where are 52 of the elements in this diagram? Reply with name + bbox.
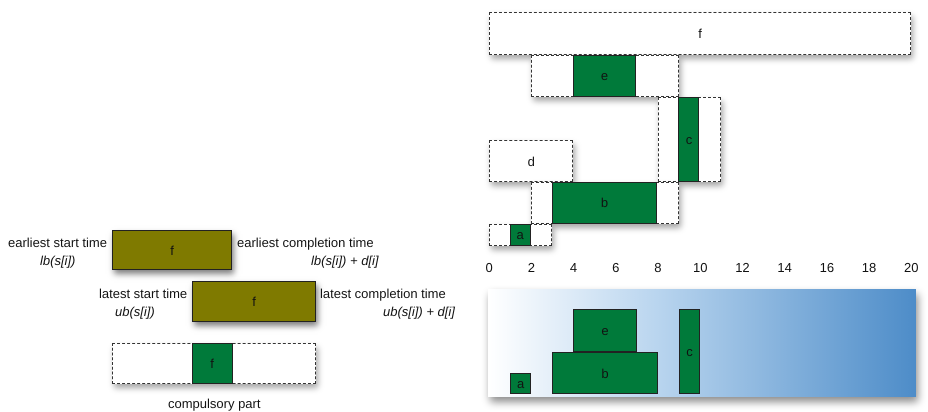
- axis-tick-label: 20: [904, 260, 918, 275]
- task-letter: f: [210, 356, 214, 370]
- task-letter: a: [517, 376, 524, 391]
- compulsory-part-bar: [510, 373, 532, 394]
- task-letter: b: [601, 366, 609, 380]
- task-letter: f: [698, 26, 702, 41]
- axis-tick-label: 14: [777, 260, 792, 275]
- time-window-box: [489, 140, 574, 182]
- axis-tick-label: 8: [654, 260, 662, 275]
- formula-label: ub(s[i]): [115, 304, 155, 319]
- task-letter: f: [170, 242, 174, 258]
- compulsory-part-bar: [572, 54, 636, 96]
- time-label: latest start time: [99, 286, 188, 301]
- formula-label: lb(s[i]) + d[i]: [311, 253, 379, 268]
- compulsory-part-bar: [573, 309, 637, 352]
- task-bar: [112, 230, 232, 270]
- compulsory-part-bar: [678, 309, 700, 394]
- axis-tick-label: 16: [820, 260, 834, 275]
- task-letter: b: [600, 195, 608, 210]
- axis-tick-label: 12: [735, 260, 750, 275]
- axis-tick-label: 6: [612, 260, 620, 275]
- axis-tick-label: 18: [862, 260, 876, 275]
- time-label: latest completion time: [320, 286, 446, 301]
- axis-tick-label: 2: [528, 260, 535, 275]
- task-letter: e: [601, 323, 609, 338]
- compulsory-part-bar: [510, 224, 531, 246]
- time-window-box: [489, 224, 552, 246]
- time-window-box: [531, 182, 679, 224]
- time-window-box: [658, 97, 722, 182]
- time-label: earliest start time: [8, 235, 107, 250]
- time-window-box: [531, 55, 679, 97]
- axis-tick-label: 10: [693, 260, 708, 275]
- compulsory-part-bar: [552, 352, 658, 394]
- task-bar: [192, 281, 316, 322]
- time-window-box: [112, 343, 316, 384]
- task-letter: c: [686, 344, 693, 359]
- task-letter: e: [600, 68, 608, 83]
- axis-tick-label: 0: [486, 260, 493, 275]
- compulsory-part-bar: [192, 342, 232, 384]
- task-letter: d: [528, 154, 535, 168]
- axis-tick-label: 4: [570, 260, 578, 275]
- resource-profile-panel: [488, 289, 916, 397]
- formula-label: lb(s[i]): [40, 253, 76, 268]
- compulsory-part-bar: [552, 182, 658, 224]
- formula-label: ub(s[i]) + d[i]: [383, 304, 455, 319]
- compulsory-part-bar: [678, 96, 700, 182]
- task-letter: f: [252, 294, 256, 309]
- time-label: compulsory part: [168, 396, 260, 411]
- time-window-box: [489, 12, 911, 55]
- task-letter: c: [686, 132, 692, 146]
- time-label: earliest completion time: [237, 235, 374, 250]
- task-letter: a: [516, 227, 524, 242]
